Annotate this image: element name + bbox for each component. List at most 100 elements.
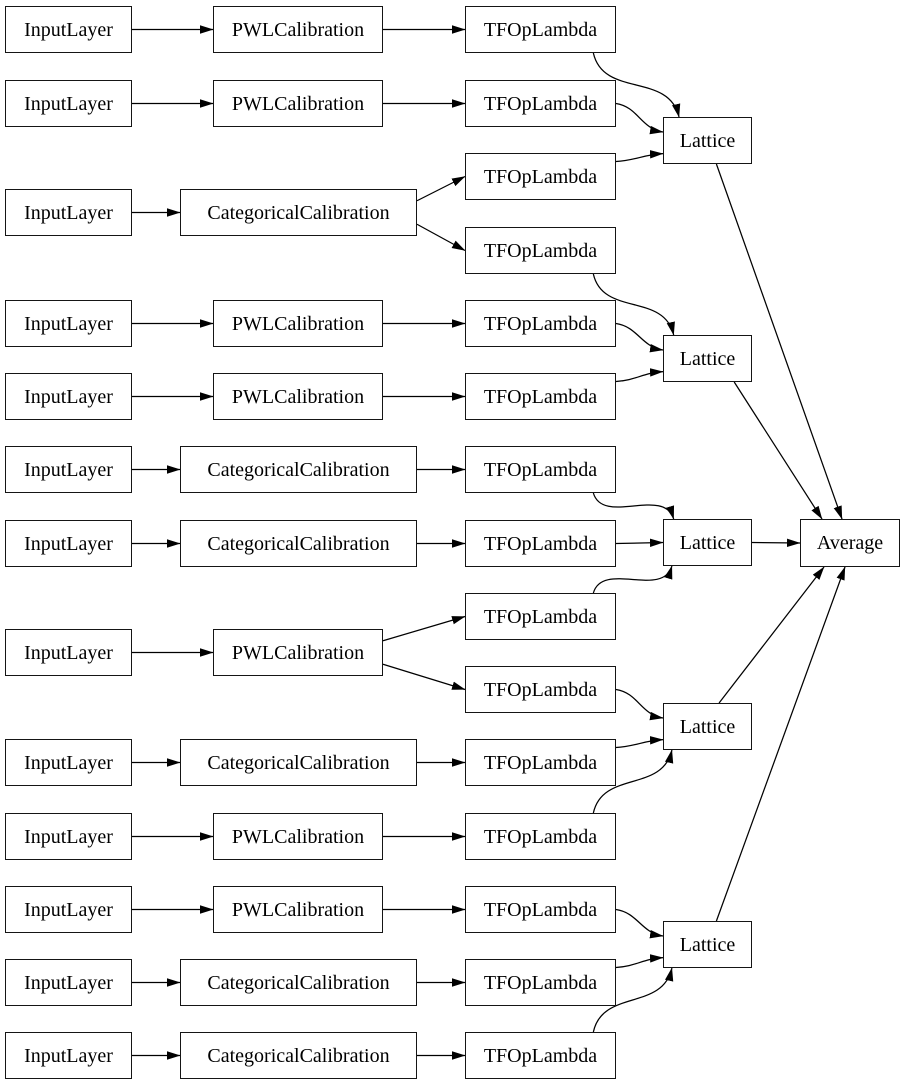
node-inputlayer-in13: InputLayer bbox=[5, 1032, 132, 1079]
edge-pwl5-t9 bbox=[382, 615, 466, 642]
node-label: InputLayer bbox=[24, 532, 113, 555]
node-label: TFOpLambda bbox=[483, 385, 598, 408]
node-label: Lattice bbox=[679, 715, 736, 738]
node-tfoplambda-t10: TFOpLambda bbox=[465, 666, 616, 713]
node-lattice-L2: Lattice bbox=[663, 335, 752, 382]
node-label: PWLCalibration bbox=[231, 92, 365, 115]
node-label: TFOpLambda bbox=[483, 898, 598, 921]
node-label: InputLayer bbox=[24, 18, 113, 41]
node-label: TFOpLambda bbox=[483, 312, 598, 335]
node-categoricalcalibration-cat2: CategoricalCalibration bbox=[180, 446, 417, 493]
edge-cat1-t4 bbox=[416, 223, 466, 252]
node-label: InputLayer bbox=[24, 825, 113, 848]
node-inputlayer-in12: InputLayer bbox=[5, 959, 132, 1006]
node-tfoplambda-t8: TFOpLambda bbox=[465, 520, 616, 567]
edge-t6-L2 bbox=[615, 368, 664, 383]
node-label: InputLayer bbox=[24, 385, 113, 408]
edge-L2-avg bbox=[733, 381, 823, 520]
node-label: InputLayer bbox=[24, 641, 113, 664]
node-lattice-L4: Lattice bbox=[663, 703, 752, 750]
node-lattice-L3: Lattice bbox=[663, 519, 752, 566]
node-tfoplambda-t5: TFOpLambda bbox=[465, 300, 616, 347]
node-tfoplambda-t11: TFOpLambda bbox=[465, 739, 616, 786]
node-label: Lattice bbox=[679, 933, 736, 956]
node-label: TFOpLambda bbox=[483, 532, 598, 555]
node-label: TFOpLambda bbox=[483, 1044, 598, 1067]
node-tfoplambda-t7: TFOpLambda bbox=[465, 446, 616, 493]
node-label: CategoricalCalibration bbox=[207, 532, 390, 555]
node-label: InputLayer bbox=[24, 898, 113, 921]
node-label: InputLayer bbox=[24, 458, 113, 481]
node-label: PWLCalibration bbox=[231, 385, 365, 408]
node-tfoplambda-t15: TFOpLambda bbox=[465, 1032, 616, 1079]
node-tfoplambda-t1: TFOpLambda bbox=[465, 6, 616, 53]
node-pwlcalibration-pwl2: PWLCalibration bbox=[213, 80, 383, 127]
node-inputlayer-in11: InputLayer bbox=[5, 886, 132, 933]
node-tfoplambda-t9: TFOpLambda bbox=[465, 593, 616, 640]
node-label: Average bbox=[816, 532, 884, 554]
node-inputlayer-in4: InputLayer bbox=[5, 300, 132, 347]
node-label: InputLayer bbox=[24, 971, 113, 994]
node-pwlcalibration-pwl6: PWLCalibration bbox=[213, 813, 383, 860]
edge-t14-L5 bbox=[615, 954, 664, 969]
node-inputlayer-in10: InputLayer bbox=[5, 813, 132, 860]
node-lattice-L5: Lattice bbox=[663, 921, 752, 968]
node-label: CategoricalCalibration bbox=[207, 201, 390, 224]
edge-t11-L4 bbox=[615, 736, 664, 749]
node-label: InputLayer bbox=[24, 312, 113, 335]
edge-t10-L4 bbox=[615, 688, 664, 721]
edge-t2-L1 bbox=[615, 102, 664, 135]
node-categoricalcalibration-cat1: CategoricalCalibration bbox=[180, 189, 417, 236]
edge-L3-avg bbox=[751, 538, 801, 548]
node-inputlayer-in8: InputLayer bbox=[5, 629, 132, 676]
edge-cat1-t3 bbox=[416, 175, 466, 202]
node-pwlcalibration-pwl3: PWLCalibration bbox=[213, 300, 383, 347]
node-label: TFOpLambda bbox=[483, 239, 598, 262]
node-label: TFOpLambda bbox=[483, 971, 598, 994]
node-label: InputLayer bbox=[24, 751, 113, 774]
node-label: CategoricalCalibration bbox=[207, 751, 390, 774]
node-inputlayer-in2: InputLayer bbox=[5, 80, 132, 127]
node-tfoplambda-t12: TFOpLambda bbox=[465, 813, 616, 860]
node-categoricalcalibration-cat3: CategoricalCalibration bbox=[180, 520, 417, 567]
node-label: CategoricalCalibration bbox=[207, 1044, 390, 1067]
edge-t7-L3 bbox=[592, 492, 675, 520]
edge-t5-L2 bbox=[615, 322, 664, 353]
node-label: Lattice bbox=[679, 129, 736, 152]
node-label: PWLCalibration bbox=[231, 641, 365, 664]
node-inputlayer-in7: InputLayer bbox=[5, 520, 132, 567]
node-label: Lattice bbox=[679, 347, 736, 370]
node-label: TFOpLambda bbox=[483, 605, 598, 628]
edge-t9-L3 bbox=[592, 565, 673, 594]
edge-t8-L3 bbox=[615, 538, 664, 547]
node-label: TFOpLambda bbox=[483, 458, 598, 481]
node-label: TFOpLambda bbox=[483, 678, 598, 701]
node-tfoplambda-t6: TFOpLambda bbox=[465, 373, 616, 420]
node-label: PWLCalibration bbox=[231, 898, 365, 921]
node-label: InputLayer bbox=[24, 201, 113, 224]
node-label: TFOpLambda bbox=[483, 92, 598, 115]
node-average-avg: Average bbox=[800, 519, 900, 567]
node-inputlayer-in9: InputLayer bbox=[5, 739, 132, 786]
node-pwlcalibration-pwl1: PWLCalibration bbox=[213, 6, 383, 53]
node-inputlayer-in6: InputLayer bbox=[5, 446, 132, 493]
node-label: Lattice bbox=[679, 531, 736, 554]
node-pwlcalibration-pwl4: PWLCalibration bbox=[213, 373, 383, 420]
node-label: InputLayer bbox=[24, 1044, 113, 1067]
node-categoricalcalibration-cat5: CategoricalCalibration bbox=[180, 959, 417, 1006]
node-tfoplambda-t2: TFOpLambda bbox=[465, 80, 616, 127]
node-label: InputLayer bbox=[24, 92, 113, 115]
node-pwlcalibration-pwl5: PWLCalibration bbox=[213, 629, 383, 676]
node-label: CategoricalCalibration bbox=[207, 458, 390, 481]
node-label: PWLCalibration bbox=[231, 825, 365, 848]
edge-pwl5-t10 bbox=[382, 663, 466, 691]
node-tfoplambda-t4: TFOpLambda bbox=[465, 227, 616, 274]
node-label: PWLCalibration bbox=[231, 312, 365, 335]
node-label: TFOpLambda bbox=[483, 825, 598, 848]
node-inputlayer-in1: InputLayer bbox=[5, 6, 132, 53]
edge-t13-L5 bbox=[615, 908, 664, 939]
node-label: TFOpLambda bbox=[483, 18, 598, 41]
node-categoricalcalibration-cat4: CategoricalCalibration bbox=[180, 739, 417, 786]
